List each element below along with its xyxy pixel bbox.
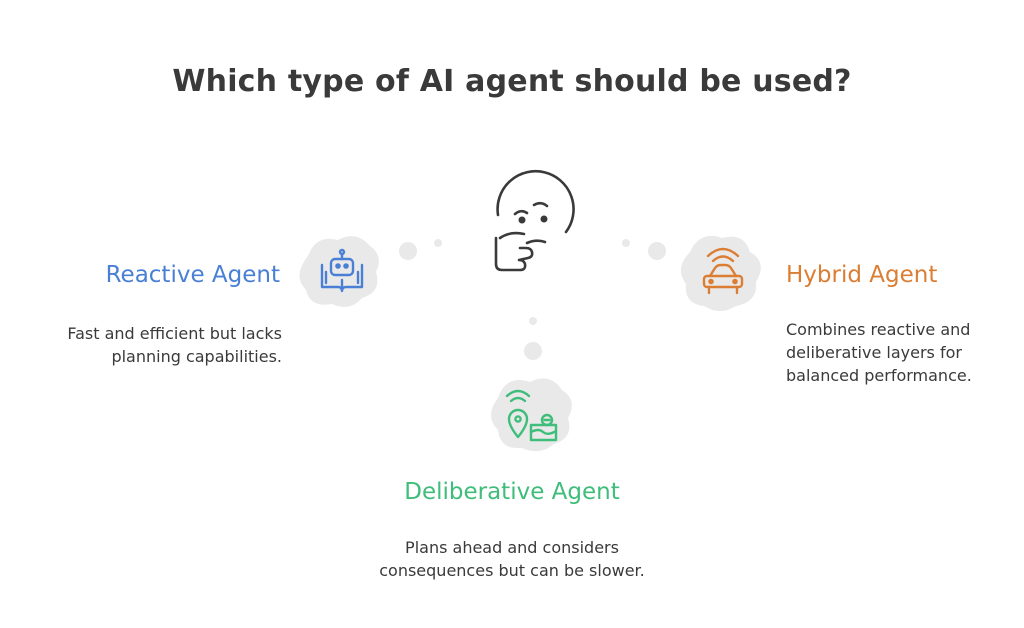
connector-dot-right-small — [622, 239, 630, 247]
connector-dot-down-large — [524, 342, 542, 360]
reactive-agent-description: Fast and efficient but lacks planning ca… — [67, 324, 282, 366]
deliberative-icon-group — [491, 378, 572, 452]
deliberative-agent-description: Plans ahead and considers consequences b… — [379, 538, 645, 580]
car-signal-icon — [702, 247, 744, 295]
reactive-icon-blob — [299, 236, 379, 307]
hybrid-icon-group — [680, 235, 761, 311]
reactive-agent-heading: Reactive Agent — [105, 262, 280, 288]
connector-dot-right-large — [648, 242, 666, 260]
connector-dot-down-small — [529, 317, 537, 325]
connector-dot-left-large — [399, 242, 417, 260]
page-title: Which type of AI agent should be used? — [172, 64, 852, 99]
hybrid-agent-description: Combines reactive and deliberative layer… — [786, 320, 972, 385]
reactive-icon-group — [299, 236, 379, 307]
hybrid-icon-blob — [680, 235, 761, 311]
deliberative-agent-heading: Deliberative Agent — [404, 479, 620, 505]
connector-dot-left-small — [434, 239, 442, 247]
hybrid-agent-heading: Hybrid Agent — [786, 262, 938, 288]
thinking-face-icon — [494, 169, 575, 272]
location-map-icon — [505, 389, 558, 442]
robot-book-icon — [320, 248, 364, 293]
connector-dots — [399, 239, 666, 360]
